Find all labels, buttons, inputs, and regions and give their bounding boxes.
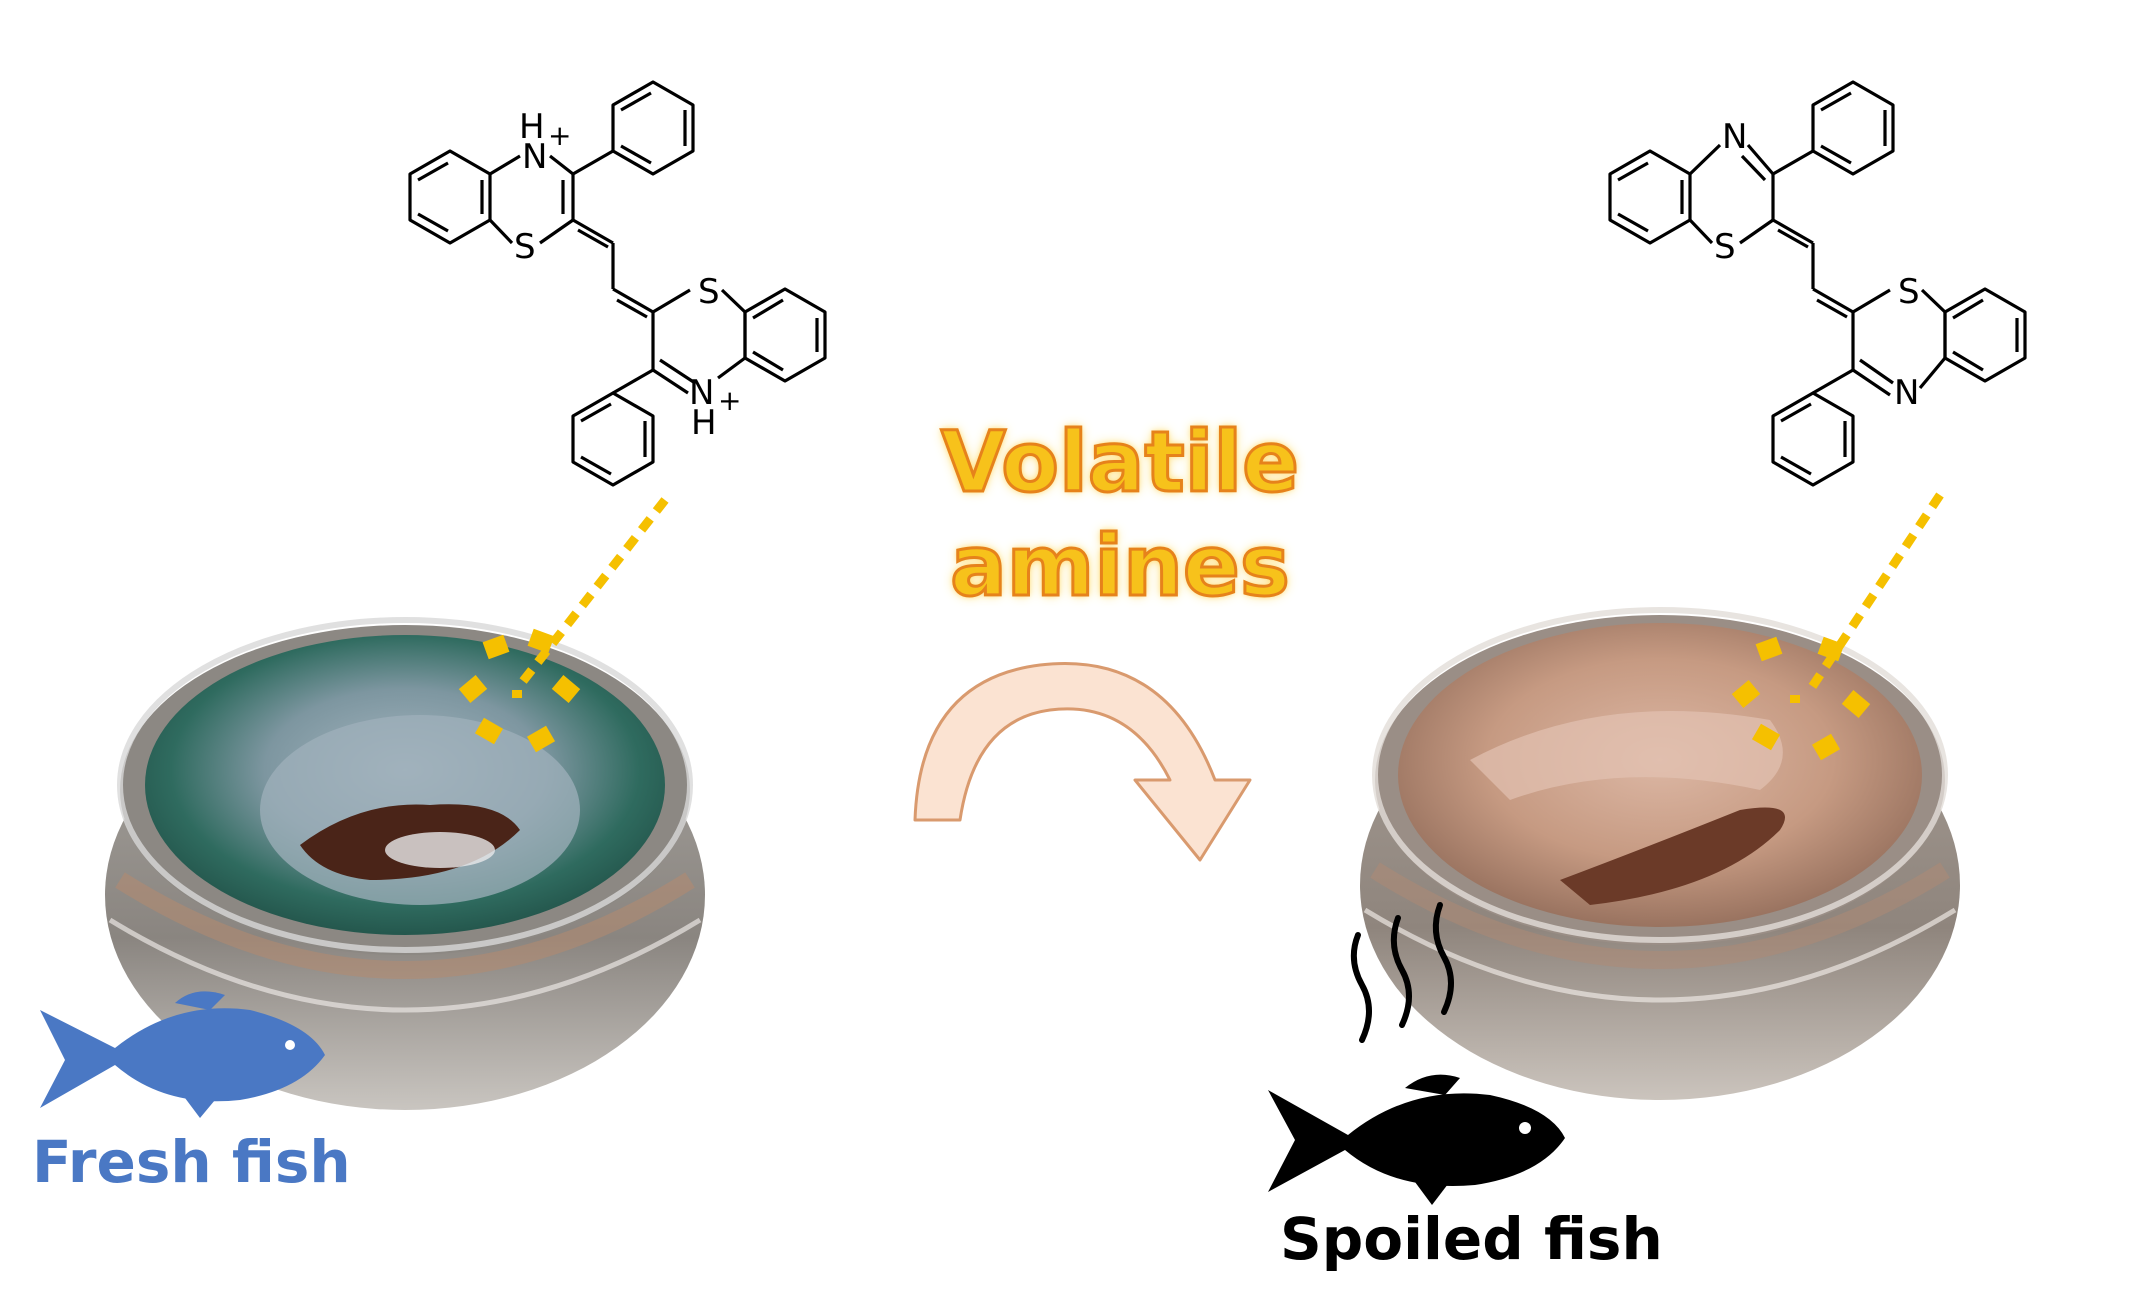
right-highlight-burst (1731, 636, 1871, 761)
curved-arrow-icon (913, 662, 1252, 862)
reagent-line2: amines (949, 516, 1292, 617)
reagent-label: Volatile amines (930, 410, 1310, 618)
left-n-top: N (522, 137, 547, 177)
left-s-bottom: S (698, 272, 720, 312)
odor-lines-icon (1350, 902, 1454, 1043)
left-n-bottom: N (689, 373, 714, 413)
fresh-fish-icon (40, 991, 325, 1118)
left-petri-dish (105, 617, 705, 1110)
right-highlight-leader (1806, 492, 1944, 693)
left-molecule-structure (408, 80, 827, 487)
left-plus-top: + (548, 119, 571, 152)
right-n-bottom: N (1894, 373, 1919, 413)
fresh-fish-label: Fresh fish (32, 1128, 351, 1196)
spoiled-fish-label: Spoiled fish (1280, 1205, 1663, 1273)
left-plus-bottom: + (718, 384, 741, 417)
right-molecule-structure (1608, 80, 2027, 487)
left-h-top: H (519, 107, 545, 147)
right-s-top: S (1714, 227, 1736, 267)
left-highlight-leader (516, 497, 669, 688)
reagent-line1: Volatile (939, 412, 1300, 513)
right-n-top: N (1722, 117, 1747, 157)
left-h-bottom: H (691, 403, 717, 443)
left-highlight-burst (458, 628, 581, 753)
right-petri-dish (1360, 607, 1960, 1100)
spoiled-fish-icon (1268, 1074, 1565, 1205)
right-s-bottom: S (1898, 272, 1920, 312)
left-s-top: S (514, 227, 536, 267)
